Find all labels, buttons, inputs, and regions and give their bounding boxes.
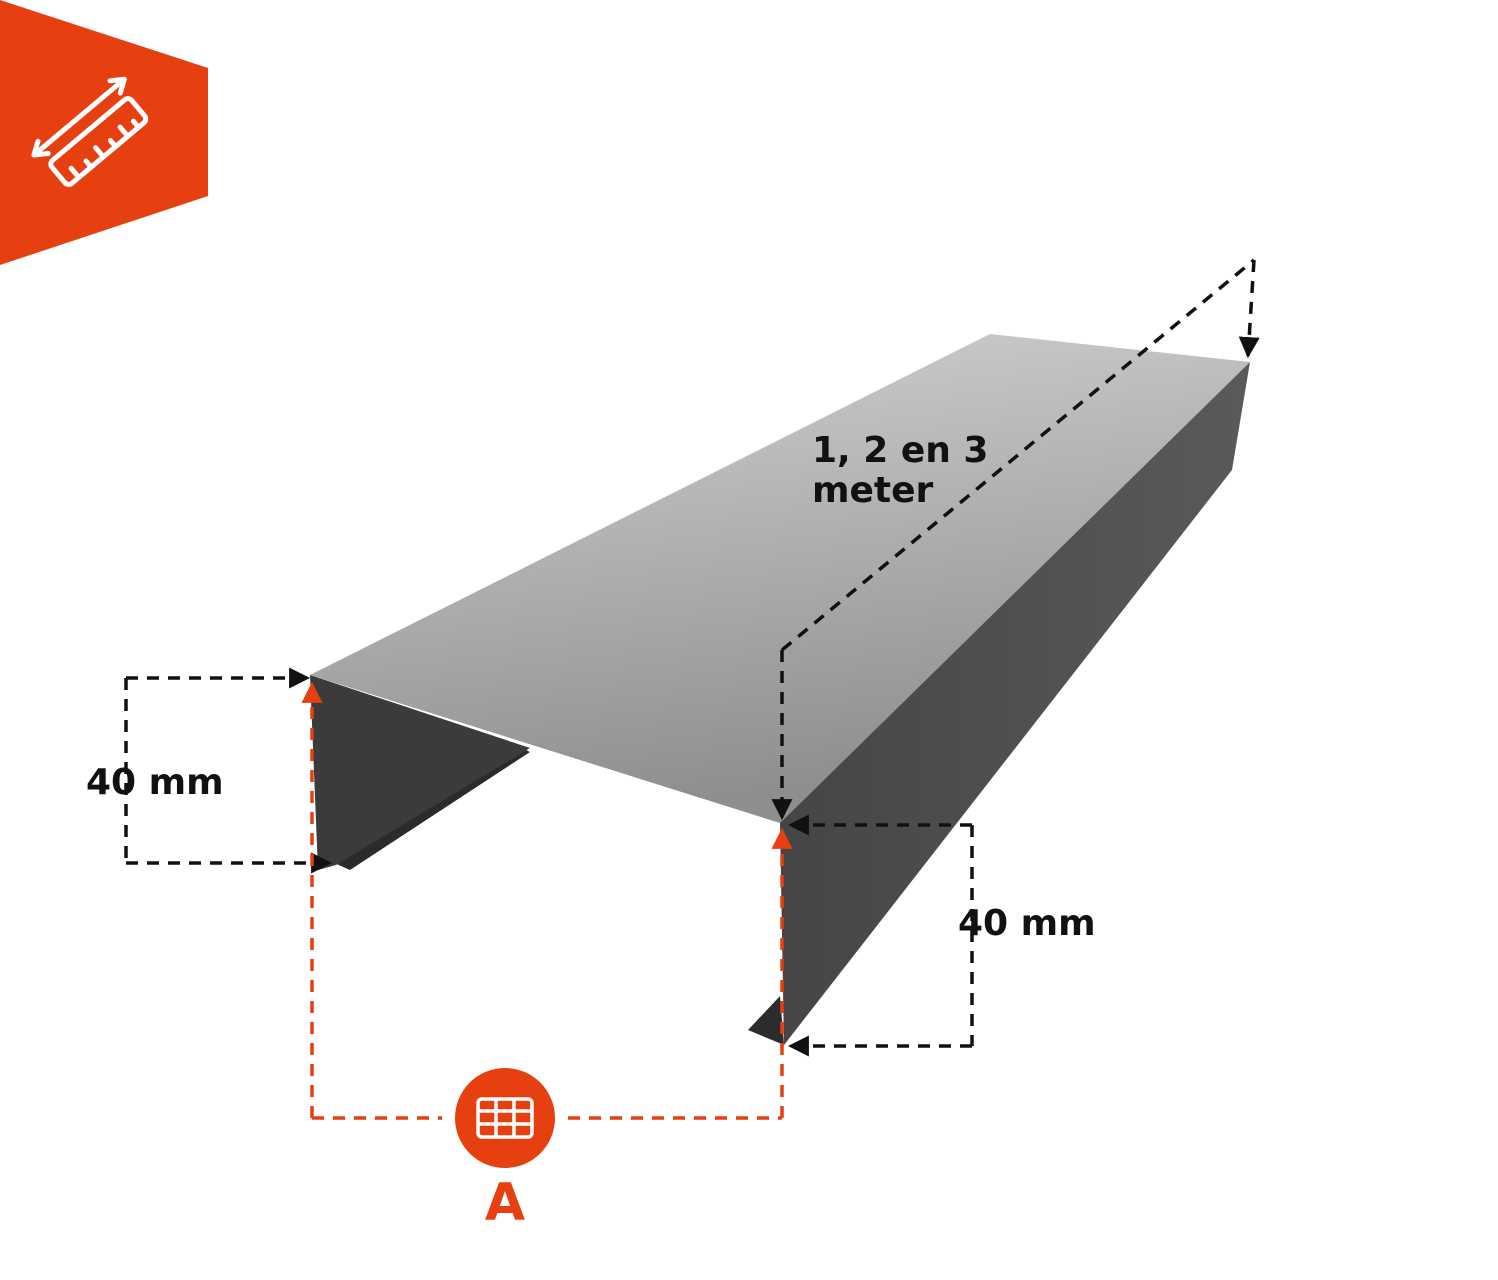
- badge-shape: [0, 0, 208, 265]
- metal-profile: [310, 334, 1250, 1045]
- ruler-measure-icon: [31, 76, 149, 187]
- corner-badge: [0, 0, 208, 265]
- right-height-label: 40 mm: [958, 903, 1096, 944]
- length-dimension: [771, 258, 1260, 821]
- length-line: [780, 258, 1256, 652]
- left-side-panel: [310, 675, 530, 870]
- right-side-panel: [780, 362, 1250, 1045]
- panel-icon: [476, 1097, 534, 1139]
- right-height-dimension: [787, 814, 974, 1057]
- length-back-leg: [1238, 259, 1260, 359]
- width-dimension: [301, 681, 793, 1120]
- width-letter: A: [485, 1173, 525, 1233]
- right-bottom-lip: [748, 996, 784, 1045]
- width-badge: [455, 1068, 555, 1168]
- left-height-label: 40 mm: [86, 762, 224, 803]
- length-label-line2: meter: [812, 470, 934, 511]
- length-label-line1: 1, 2 en 3: [812, 430, 988, 471]
- left-height-dimension: [124, 667, 333, 874]
